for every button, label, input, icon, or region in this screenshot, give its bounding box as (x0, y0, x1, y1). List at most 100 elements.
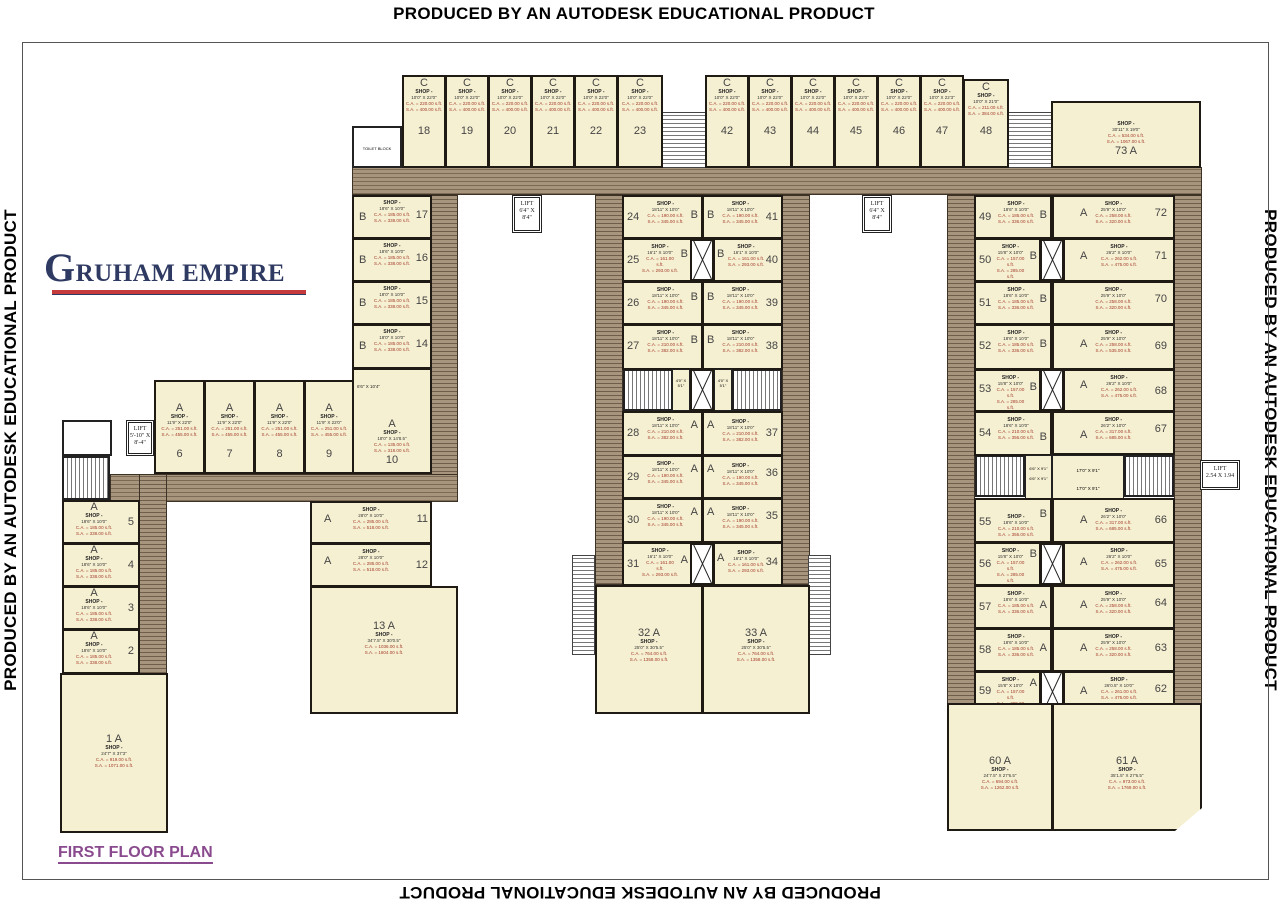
shop-number: 57 (979, 601, 992, 613)
shop-type: SHOP - (1104, 417, 1123, 423)
shop-70[interactable]: SHOP -25'9" X 10'0"C.A. = 258.00 s.ft.S.… (1052, 281, 1175, 325)
shop-category: C (982, 81, 990, 93)
shop-type: SHOP - (1110, 548, 1128, 554)
shop-dimensions: 15'8" X 10'0" (997, 250, 1024, 255)
shop-type: SHOP - (977, 93, 995, 99)
carpet-area: C.A. = 764.00 s.ft. (630, 651, 668, 656)
shop-73[interactable]: SHOP -30'11" X 19'0"C.A. = 534.00 s.ft.S… (1051, 101, 1201, 168)
carpet-area: C.A. = 190.00 s.ft. (722, 518, 759, 523)
carpet-area: C.A. = 185.00 s.ft. (997, 342, 1035, 347)
shop-number: 24 (627, 211, 640, 223)
passage-size: 17'0" X 9'1" (1076, 486, 1100, 491)
corridor-center-right (782, 195, 810, 585)
shop-category: A (90, 544, 98, 556)
toilet-block: TOILET BLOCK (352, 126, 402, 168)
shop-number: 45 (849, 125, 863, 137)
shop-category: C (549, 77, 557, 89)
shop-type: SHOP - (270, 414, 289, 420)
super-area: S.A. = 1769.00 s.ft. (1107, 785, 1147, 790)
shop-dimensions: 18'6" X 10'0" (1003, 597, 1029, 602)
shop-category: B (707, 291, 715, 303)
shop-type: SHOP - (656, 504, 675, 510)
shop-type: SHOP - (731, 330, 750, 336)
shop-number: 60 A (988, 755, 1012, 767)
shop-number: 50 (979, 254, 992, 266)
shop-number: 56 (979, 558, 992, 570)
shop-number: 40 (765, 254, 778, 266)
shop-number: 21 (546, 125, 560, 137)
shop-number: 68 (1154, 385, 1167, 397)
